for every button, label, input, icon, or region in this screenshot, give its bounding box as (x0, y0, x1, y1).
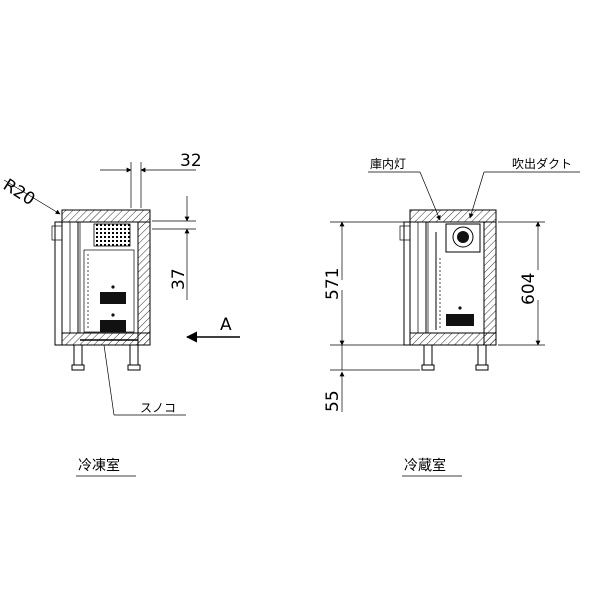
freezer-control-panel-upper (100, 292, 126, 304)
freezer-inner-liner (79, 221, 139, 334)
freezer-height-label: 37 (169, 268, 189, 290)
fridge-control-panel (446, 314, 474, 326)
refrigerator-section-view: 庫内灯 吹出ダクト 571 55 604 冷蔵室 (323, 156, 580, 477)
freezer-width-dimension: 32 (100, 151, 202, 208)
fridge-fan (452, 226, 474, 248)
fridge-outlet-duct (445, 223, 481, 253)
fridge-top-wall (409, 209, 497, 223)
freezer-control-panel-lower (100, 320, 126, 332)
fridge-legs (421, 344, 489, 371)
fridge-inner-liner (427, 221, 485, 334)
freezer-caption: 冷凍室 (78, 457, 120, 474)
freezer-height-dimension: 37 (152, 196, 196, 300)
freezer-evaporator-grille (93, 223, 131, 247)
fridge-leg-height-dimension: 55 (323, 345, 420, 412)
freezer-legs (71, 344, 141, 371)
fridge-inner-height-label: 571 (323, 268, 343, 300)
freezer-radius-label: R20 (0, 175, 38, 210)
fridge-right-wall (483, 221, 497, 346)
view-direction-label: A (220, 315, 232, 335)
freezer-top-wall (61, 209, 151, 223)
interior-light-label: 庫内灯 (370, 157, 406, 171)
outlet-duct-label: 吹出ダクト (512, 156, 572, 171)
freezer-bottom-wall (61, 332, 151, 346)
slatted-floor-label: スノコ (140, 401, 176, 415)
freezer-door-handle (51, 225, 63, 241)
freezer-right-wall (137, 221, 151, 346)
fridge-leg-height-label: 55 (323, 390, 343, 412)
fridge-bottom-wall (409, 332, 497, 346)
refrigerator-caption: 冷蔵室 (404, 457, 446, 474)
freezer-section-view: R20 32 37 A スノコ 冷凍室 (0, 151, 240, 477)
fridge-outer-height-label: 604 (519, 273, 539, 305)
fridge-door-handle (399, 225, 411, 241)
fridge-outer-height-dimension: 604 (498, 221, 545, 346)
freezer-width-label: 32 (180, 151, 202, 171)
fridge-inner-height-dimension: 571 (323, 221, 408, 346)
